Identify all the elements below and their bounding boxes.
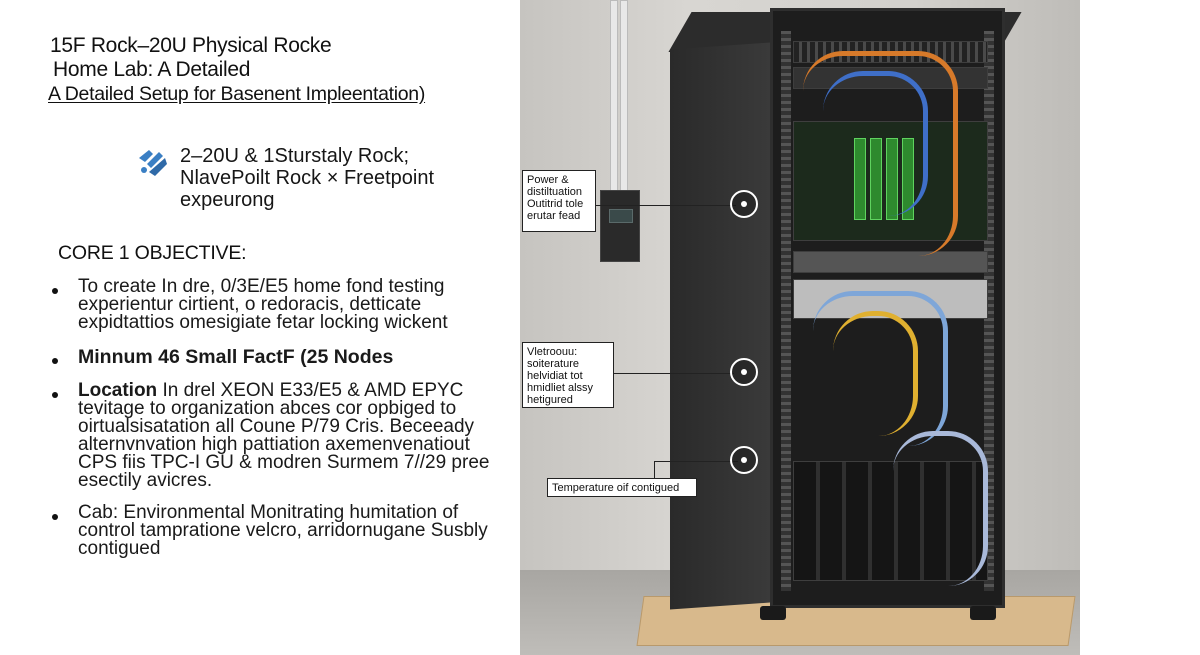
callout-power-line-2: distiltuation xyxy=(527,186,583,198)
title-line-2: Home Lab: A Detailed xyxy=(53,58,251,81)
leader-line xyxy=(654,461,738,462)
callout-temp-line-1: Temperature oif contigued xyxy=(552,482,680,494)
gpu-card xyxy=(870,138,882,220)
bullet-1-line-1: To create In dre, 0/3E/E5 home fond test… xyxy=(78,276,445,297)
wall-conduit xyxy=(620,0,628,192)
callout-power-line-1: Power & xyxy=(527,174,569,186)
callout-vent-line-5: hetigured xyxy=(527,394,573,406)
spec-line-2: NlavePoilt Rock × Freetpoint xyxy=(180,167,435,189)
bullet-4-line-2: control tampratione velcro, arridornugan… xyxy=(78,520,488,541)
wall-conduit xyxy=(610,0,618,192)
callout-vent-line-3: helvidiat tot xyxy=(527,370,583,382)
text-panel: 15F Rock–20U Physical Rocke Home Lab: A … xyxy=(0,0,520,655)
bullet-3-lead: Location xyxy=(78,380,158,401)
bullet-4-line-1: Cab: Environmental Monitrating humitatio… xyxy=(78,502,459,523)
power-distribution-unit xyxy=(600,190,640,262)
pdu-display xyxy=(609,209,633,223)
callout-marker xyxy=(730,190,758,218)
bullet-dot xyxy=(52,392,58,398)
callout-power-line-3: Outitrid tole xyxy=(527,198,584,210)
cable-bundle xyxy=(813,291,948,446)
bullet-4-line-3: contigued xyxy=(78,538,161,559)
title-line-3: A Detailed Setup for Basenent Impleentat… xyxy=(48,83,426,105)
bullet-dot xyxy=(52,514,58,520)
page-title: 15F Rock–20U Physical Rocke Home Lab: A … xyxy=(48,34,426,106)
bullet-3-line-3: oirtualsisatation all Coune P/79 Cris. B… xyxy=(78,416,475,437)
title-line-1: 15F Rock–20U Physical Rocke xyxy=(50,34,332,57)
rack-side-panel xyxy=(670,42,770,610)
server-rack xyxy=(668,8,1022,620)
rack-foot xyxy=(970,606,996,620)
bullet-3-line-1: In drel XEON E33/E5 & AMD EPYC xyxy=(157,380,464,401)
leader-line xyxy=(596,205,736,206)
rack-foot xyxy=(760,606,786,620)
right-margin xyxy=(1080,0,1200,655)
cable-bundle xyxy=(833,311,918,436)
cable-bundle xyxy=(893,431,988,586)
tools-icon xyxy=(139,150,167,176)
callout-marker xyxy=(730,446,758,474)
bullet-2-line-1: Minnum 46 Small FactF (25 Nodes xyxy=(78,346,394,368)
leader-line xyxy=(614,373,734,374)
leader-line xyxy=(654,461,655,479)
core-objective-heading: CORE 1 OBJECTIVE: xyxy=(58,242,247,264)
rack-rail xyxy=(781,31,791,591)
spec-line-3: expeurong xyxy=(180,189,275,211)
bullet-1-line-2: experientur cirtient, o redoracis, detti… xyxy=(78,294,422,315)
rack-photo: Power & distiltuation Outitrid tole erut… xyxy=(520,0,1080,655)
rack-front xyxy=(770,8,1005,608)
spec-line-1: 2–20U & 1Sturstaly Rock; xyxy=(180,145,409,167)
callout-vent-line-4: hmidliet alssy xyxy=(527,382,594,394)
bullet-3-line-2: tevitage to organization abces cor opbig… xyxy=(78,398,457,419)
rack-rail xyxy=(984,31,994,591)
bullet-3-line-6: esectily avicres. xyxy=(78,470,213,491)
callout-temperature: Temperature oif contigued xyxy=(547,478,697,497)
callout-power-line-4: erutar fead xyxy=(527,210,581,222)
callout-vent-line-2: soiterature xyxy=(527,358,579,370)
bullet-dot xyxy=(52,288,58,294)
callout-ventilation: Vletroouu: soiterature helvidiat tot hmi… xyxy=(522,342,614,408)
bullet-dot xyxy=(52,358,58,364)
cable-bundle xyxy=(823,71,928,216)
bullet-1-line-3: expidtattios omesigiate fetar locking wi… xyxy=(78,312,448,333)
cable-bundle xyxy=(803,51,958,256)
callout-power: Power & distiltuation Outitrid tole erut… xyxy=(522,170,596,232)
callout-marker xyxy=(730,358,758,386)
bullet-3-line-4: alternvnvation high pattiation axemenven… xyxy=(78,434,470,455)
switch-unit xyxy=(793,251,988,273)
rack-spec-text: 2–20U & 1Sturstaly Rock; NlavePoilt Rock… xyxy=(180,145,434,211)
bullet-3-line-5: CPS fiis TPC-I GU & modren Surmem 7//29 … xyxy=(78,452,490,473)
callout-vent-line-1: Vletroouu: xyxy=(527,346,578,358)
